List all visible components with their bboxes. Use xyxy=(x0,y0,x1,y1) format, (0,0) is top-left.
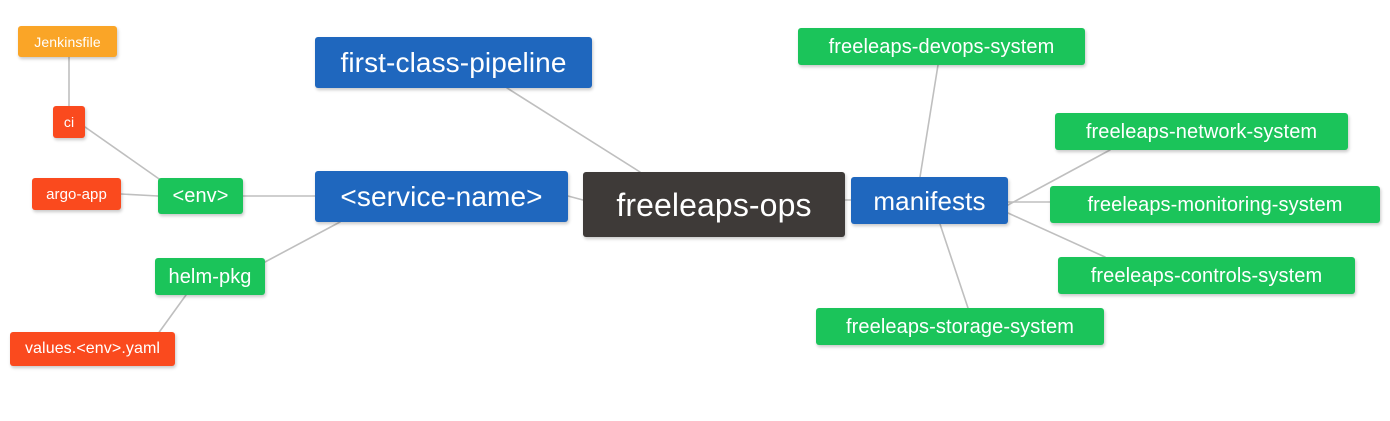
node-label-freeleaps-monitoring-system: freeleaps-monitoring-system xyxy=(1087,193,1343,216)
mindmap-node-ci[interactable]: ci xyxy=(53,106,85,138)
node-label-ci: ci xyxy=(63,114,75,130)
edge-service-name-to-freeleaps-ops xyxy=(567,195,584,201)
mindmap-node-env[interactable]: <env> xyxy=(158,178,243,214)
mindmap-node-freeleaps-ops[interactable]: freeleaps-ops xyxy=(583,172,845,237)
node-label-freeleaps-network-system: freeleaps-network-system xyxy=(1085,120,1318,143)
node-label-values-yaml: values.<env>.yaml xyxy=(24,340,161,357)
node-label-freeleaps-storage-system: freeleaps-storage-system xyxy=(845,315,1075,338)
node-label-freeleaps-controls-system: freeleaps-controls-system xyxy=(1090,264,1323,287)
edge-argo-app-to-env xyxy=(120,193,159,197)
node-label-manifests: manifests xyxy=(873,185,986,216)
node-label-first-class-pipeline: first-class-pipeline xyxy=(340,46,567,78)
edge-manifests-to-freeleaps-storage-system xyxy=(939,223,969,309)
mindmap-node-helm-pkg[interactable]: helm-pkg xyxy=(155,258,265,295)
node-label-argo-app: argo-app xyxy=(46,185,107,203)
edge-helm-pkg-to-service-name xyxy=(264,221,341,263)
mindmap-node-first-class-pipeline[interactable]: first-class-pipeline xyxy=(315,37,592,88)
mindmap-node-freeleaps-monitoring-system[interactable]: freeleaps-monitoring-system xyxy=(1050,186,1380,223)
mindmap-node-manifests[interactable]: manifests xyxy=(851,177,1008,224)
mindmap-node-service-name[interactable]: <service-name> xyxy=(315,171,568,222)
node-label-freeleaps-devops-system: freeleaps-devops-system xyxy=(828,35,1055,58)
mindmap-node-freeleaps-storage-system[interactable]: freeleaps-storage-system xyxy=(816,308,1104,345)
mindmap-node-freeleaps-network-system[interactable]: freeleaps-network-system xyxy=(1055,113,1348,150)
mindmap-node-freeleaps-devops-system[interactable]: freeleaps-devops-system xyxy=(798,28,1085,65)
edge-manifests-to-freeleaps-devops-system xyxy=(919,64,939,178)
node-label-helm-pkg: helm-pkg xyxy=(168,265,252,288)
node-label-jenkinsfile: Jenkinsfile xyxy=(34,33,101,50)
mindmap-node-freeleaps-controls-system[interactable]: freeleaps-controls-system xyxy=(1058,257,1355,294)
mindmap-node-values-yaml[interactable]: values.<env>.yaml xyxy=(10,332,175,366)
node-label-freeleaps-ops: freeleaps-ops xyxy=(616,186,812,223)
node-label-env: <env> xyxy=(172,185,229,207)
edge-first-class-pipeline-to-freeleaps-ops xyxy=(506,87,641,173)
mindmap-node-argo-app[interactable]: argo-app xyxy=(32,178,121,210)
edge-ci-to-env xyxy=(84,126,163,182)
mindmap-node-jenkinsfile[interactable]: Jenkinsfile xyxy=(18,26,117,57)
node-label-service-name: <service-name> xyxy=(340,180,543,212)
